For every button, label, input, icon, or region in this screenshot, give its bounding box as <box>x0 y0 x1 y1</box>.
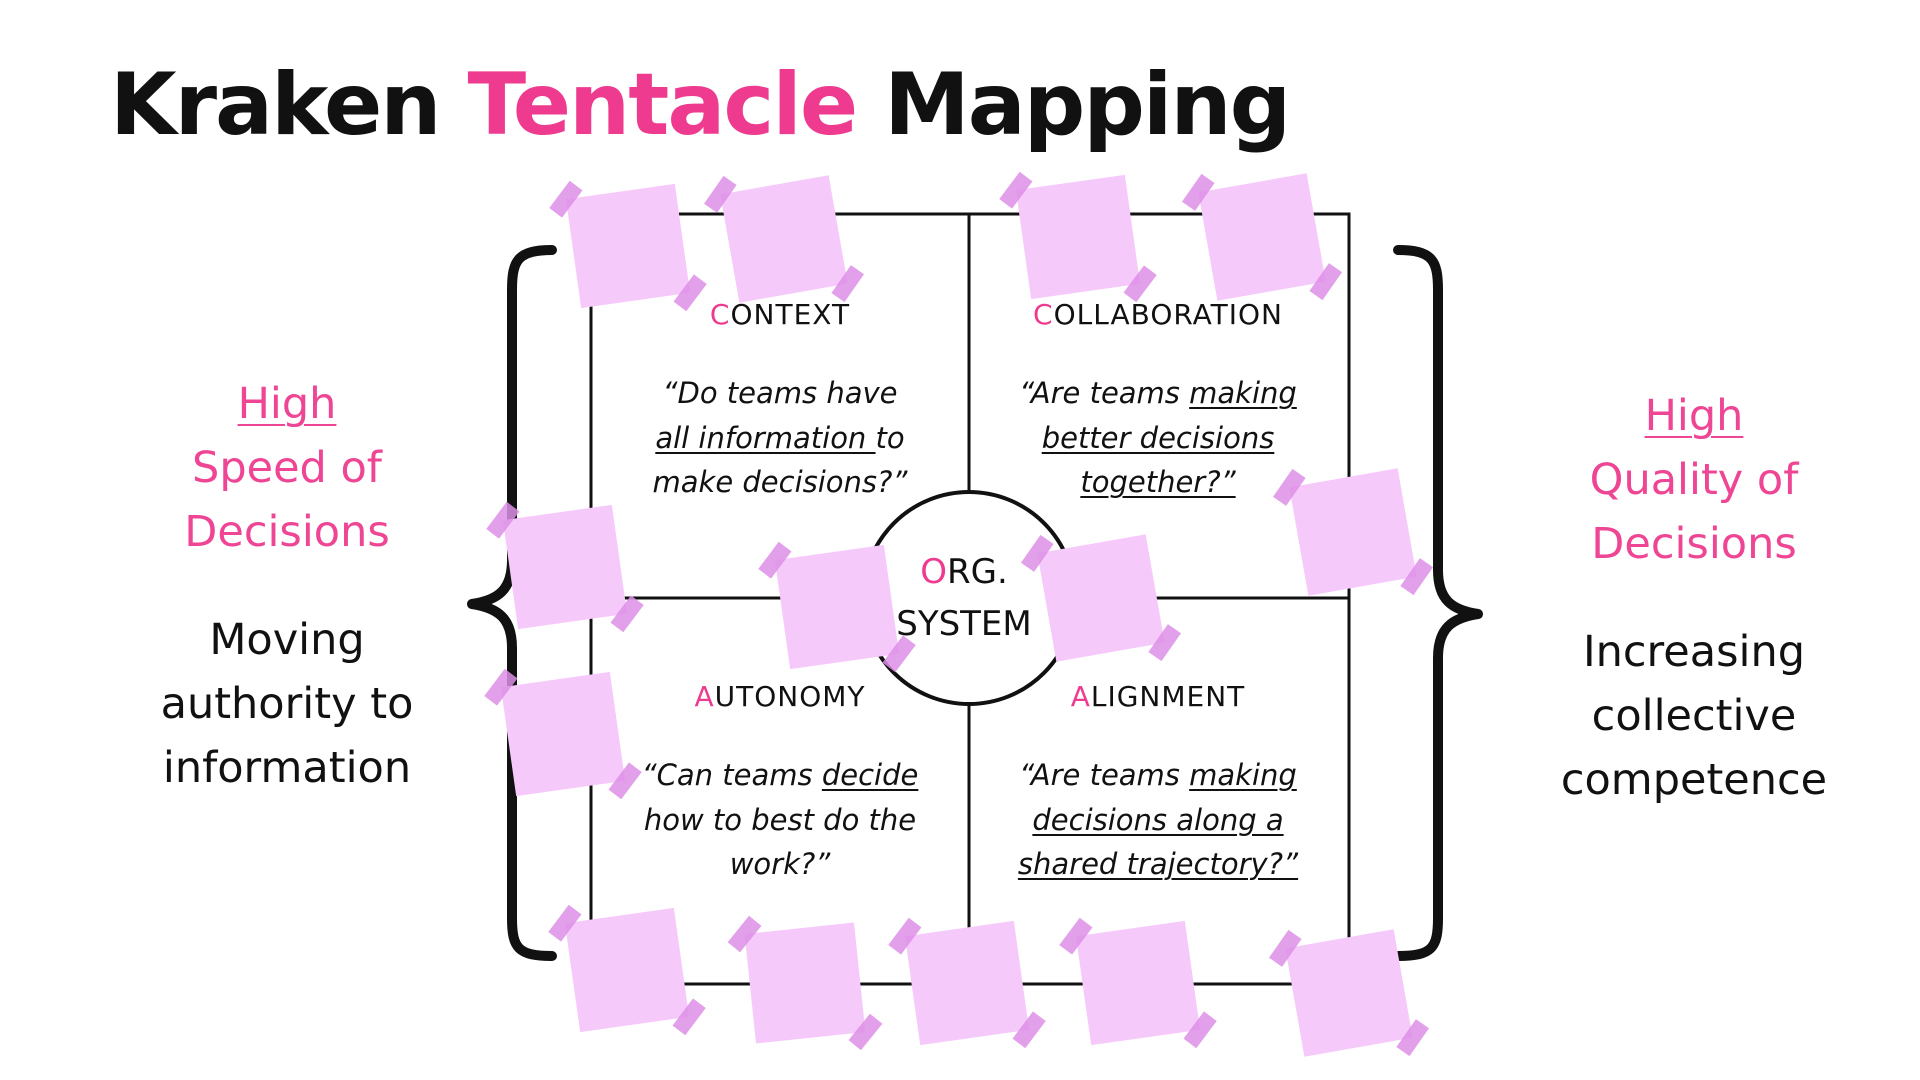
alignment-q-underlined-1: making <box>1189 758 1297 792</box>
collaboration-q-line-1-start: “Are teams <box>1019 376 1190 410</box>
collaboration-q-line-1: “Are teams making <box>978 371 1338 416</box>
left-high: High <box>237 379 337 429</box>
title-word-1: Kraken <box>110 55 442 155</box>
autonomy-q-line-2: how to best do the <box>643 802 917 837</box>
right-desc-line-1: Increasing <box>1582 627 1805 677</box>
context-q-line-3: make decisions?” <box>652 465 908 499</box>
collaboration-q-underlined-3: together?” <box>1080 465 1236 499</box>
left-desc-line-1: Moving <box>209 615 365 665</box>
autonomy-initial: A <box>694 680 715 713</box>
org-system-label: ORG. SYSTEM <box>889 546 1039 650</box>
sticky-note <box>995 154 1161 320</box>
context-initial: C <box>709 298 731 331</box>
left-line-2: Speed of <box>192 443 382 493</box>
alignment-q-underlined-3: shared trajectory?” <box>1017 847 1299 881</box>
left-curly-brace <box>467 245 557 961</box>
left-highlight: High Speed of Decisions <box>107 372 467 564</box>
page-title: Kraken Tentacle Mapping <box>110 62 1291 148</box>
left-line-3: Decisions <box>184 507 390 557</box>
alignment-title-rest: LIGNMENT <box>1090 680 1246 713</box>
org-line-1: ORG. <box>889 546 1039 598</box>
collaboration-q-underlined-2: better decisions <box>1041 420 1275 455</box>
context-q-line-2: all information to <box>600 416 960 461</box>
title-word-3: Mapping <box>884 55 1291 155</box>
context-question: “Do teams have all information to make d… <box>600 371 960 505</box>
context-title: CONTEXT <box>600 298 960 331</box>
context-q-underlined: all information <box>655 420 876 455</box>
alignment-q-line-2: decisions along a <box>978 798 1338 843</box>
sticky-note <box>1177 152 1347 322</box>
collaboration-initial: C <box>1033 298 1054 331</box>
alignment-q-underlined-2: decisions along a <box>1032 802 1284 837</box>
quadrant-alignment: ALIGNMENT “Are teams making decisions al… <box>978 680 1338 887</box>
collaboration-q-line-3: together?” <box>978 460 1338 505</box>
left-description: Moving authority to information <box>107 608 467 800</box>
right-line-3: Decisions <box>1591 519 1797 569</box>
quadrant-collaboration: COLLABORATION “Are teams making better d… <box>978 298 1338 505</box>
left-desc-line-2: authority to <box>160 679 414 729</box>
right-highlight: High Quality of Decisions <box>1514 384 1874 576</box>
alignment-q-line-3: shared trajectory?” <box>978 842 1338 887</box>
alignment-q-line-1: “Are teams making <box>978 753 1338 798</box>
collaboration-question: “Are teams making better decisions toget… <box>978 371 1338 505</box>
autonomy-question: “Can teams decide how to best do the wor… <box>600 753 960 887</box>
collaboration-title-rest: OLLABORATION <box>1053 298 1283 331</box>
title-word-2: Tentacle <box>467 55 858 155</box>
context-q-line-2-rest: to <box>875 420 905 455</box>
alignment-question: “Are teams making decisions along a shar… <box>978 753 1338 887</box>
quadrant-context: CONTEXT “Do teams have all information t… <box>600 298 960 505</box>
right-high: High <box>1644 391 1744 441</box>
context-q-line-1: “Do teams have <box>662 376 898 410</box>
org-line-2: SYSTEM <box>896 604 1032 644</box>
autonomy-q-line-1-start: “Can teams <box>641 758 822 792</box>
right-curly-brace <box>1393 245 1483 961</box>
right-description: Increasing collective competence <box>1514 620 1874 812</box>
collaboration-q-underlined-1: making <box>1189 376 1297 410</box>
autonomy-title: AUTONOMY <box>600 680 960 713</box>
collaboration-title: COLLABORATION <box>978 298 1338 331</box>
autonomy-q-underlined: decide <box>821 758 919 792</box>
org-initial: O <box>920 552 947 592</box>
alignment-q-line-1-start: “Are teams <box>1019 758 1190 792</box>
org-rest: RG. <box>946 552 1008 592</box>
autonomy-q-line-3: work?” <box>729 847 831 881</box>
context-title-rest: ONTEXT <box>730 298 851 331</box>
right-side-label: High Quality of Decisions Increasing col… <box>1514 384 1874 812</box>
left-desc-line-3: information <box>162 743 412 793</box>
alignment-title: ALIGNMENT <box>978 680 1338 713</box>
collaboration-q-line-2: better decisions <box>978 416 1338 461</box>
right-line-2: Quality of <box>1589 455 1799 505</box>
left-side-label: High Speed of Decisions Moving authority… <box>107 372 467 800</box>
alignment-initial: A <box>1070 680 1091 713</box>
right-desc-line-3: competence <box>1560 755 1828 805</box>
autonomy-q-line-1: “Can teams decide <box>600 753 960 798</box>
sticky-note <box>544 887 710 1053</box>
autonomy-title-rest: UTONOMY <box>714 680 866 713</box>
right-desc-line-2: collective <box>1591 691 1797 741</box>
quadrant-autonomy: AUTONOMY “Can teams decide how to best d… <box>600 680 960 887</box>
